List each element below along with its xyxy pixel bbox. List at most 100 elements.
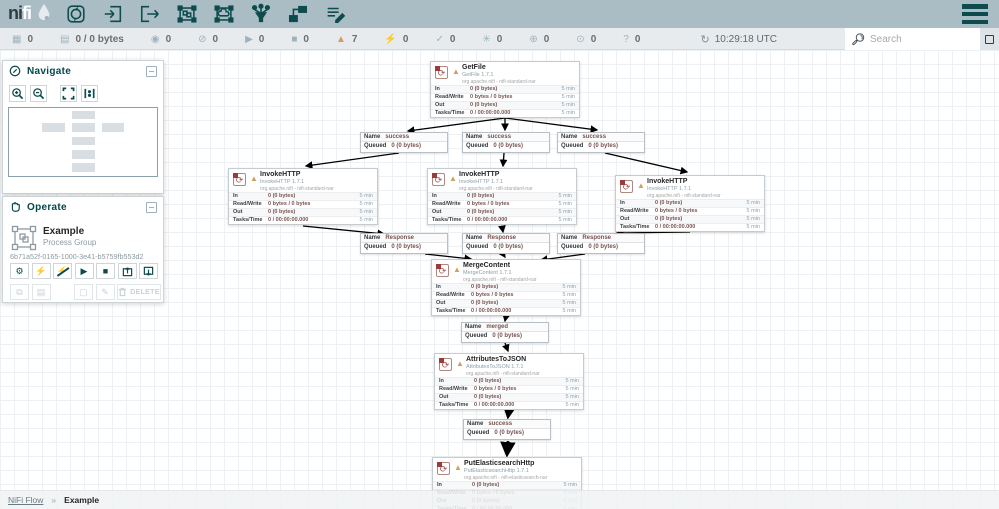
create-template-button[interactable]: [117, 263, 137, 279]
drop-icon: [38, 4, 50, 20]
processor-bundle: org.apache.nifi - nifi-standard-nar: [466, 370, 540, 377]
processor-node-getfile[interactable]: ⟳ ▲ GetFile GetFile 1.7.1 org.apache.nif…: [430, 61, 580, 118]
nifi-logo: nifi: [8, 2, 52, 24]
zoom-actual-size-button[interactable]: [81, 85, 98, 102]
funnel-tool-icon[interactable]: [249, 2, 273, 26]
panel-toggle-icon: [985, 34, 994, 44]
stop-button[interactable]: ■: [96, 263, 115, 279]
processor-version: InvokeHTTP 1.7.1: [647, 186, 692, 192]
stat-queued: ▤0 / 0 bytes: [60, 33, 124, 45]
invalid-warning-icon: ▲: [452, 67, 460, 76]
configure-button[interactable]: ⚙: [10, 263, 29, 279]
breadcrumb-bar: NiFi Flow » Example: [0, 490, 999, 509]
output-port-tool-icon[interactable]: [138, 2, 162, 26]
birdseye-minimap[interactable]: [8, 107, 158, 177]
template-tool-icon[interactable]: [286, 2, 310, 26]
processor-node-attributestojson[interactable]: ⟳ ▲ AttributesToJSON AttributesToJSON 1.…: [434, 353, 584, 410]
stat-stopped: ■0: [291, 33, 309, 45]
invalid-warning-icon: ▲: [449, 174, 457, 183]
copy-button[interactable]: ⧉: [10, 284, 29, 300]
process-group-tool-icon[interactable]: [175, 2, 199, 26]
global-menu-icon[interactable]: [962, 4, 988, 24]
stat-invalid: ▲7: [335, 33, 358, 45]
upload-template-button[interactable]: [139, 263, 158, 279]
selected-group-name: Example: [43, 226, 85, 237]
group-button[interactable]: ▢: [74, 284, 93, 300]
invalid-warning-icon: ▲: [335, 33, 346, 45]
fill-color-button[interactable]: ✎: [95, 284, 115, 300]
processor-name: InvokeHTTP: [647, 178, 688, 185]
running-icon: ▶: [245, 33, 253, 45]
paste-button[interactable]: ▤: [31, 284, 51, 300]
input-port-tool-icon[interactable]: [101, 2, 125, 26]
processor-version: PutElasticsearchHttp 1.7.1: [464, 468, 529, 474]
collapse-operate-icon[interactable]: [146, 201, 157, 213]
operate-panel-title: Operate: [27, 201, 67, 213]
processor-name: MergeContent: [463, 262, 511, 269]
processor-node-invokehttp-1[interactable]: ⟳ ▲ InvokeHTTP InvokeHTTP 1.7.1 org.apac…: [228, 168, 378, 225]
processor-name: InvokeHTTP: [459, 171, 500, 178]
search-box: 🔎︎: [845, 28, 980, 50]
zoom-out-button[interactable]: [30, 85, 47, 102]
label-tool-icon[interactable]: [323, 2, 347, 26]
processor-node-mergecontent[interactable]: ⟳ ▲ MergeContent MergeContent 1.7.1 org.…: [431, 259, 581, 316]
refresh-icon[interactable]: ↻: [700, 33, 710, 46]
processor-node-invokehttp-2[interactable]: ⟳ ▲ InvokeHTTP InvokeHTTP 1.7.1 org.apac…: [427, 168, 577, 225]
disable-button[interactable]: ⚡: [53, 263, 72, 279]
stat-stale: ⊕0: [529, 33, 550, 45]
processor-bundle: org.apache.nifi - nifi-standard-nar: [647, 192, 721, 199]
processor-icon: ⟳: [620, 180, 633, 193]
queued-icon: ▤: [60, 33, 70, 45]
panel-toggle-button[interactable]: [980, 28, 999, 50]
processor-icon: ⟳: [233, 173, 246, 186]
stale-icon: ⊕: [529, 33, 538, 45]
navigate-panel-title: Navigate: [27, 65, 72, 77]
search-input[interactable]: [869, 33, 970, 45]
breadcrumb-separator: »: [51, 495, 57, 505]
remote-process-group-tool-icon[interactable]: [212, 2, 236, 26]
operate-buttons-row1: ⚙ ⚡ ⚡ ▶ ■: [10, 263, 158, 279]
processor-tool-icon[interactable]: [64, 2, 88, 26]
operate-panel: Operate Example Process Group 6b71a52f-0…: [2, 196, 164, 303]
processor-name: PutElasticsearchHttp: [464, 460, 535, 467]
invalid-warning-icon: ▲: [454, 463, 462, 472]
trash-icon: [119, 287, 127, 297]
last-refresh-time: ↻10:29:18 UTC: [700, 33, 777, 46]
stat-disabled: ⚡0: [384, 33, 409, 45]
selected-group-id: 6b71a52f-0165-1000-3e41-b5759fb553d2: [10, 252, 144, 261]
start-button[interactable]: ▶: [74, 263, 94, 279]
collapse-navigate-icon[interactable]: [146, 65, 157, 77]
processor-node-invokehttp-3[interactable]: ⟳ ▲ InvokeHTTP InvokeHTTP 1.7.1 org.apac…: [615, 175, 765, 232]
zoom-fit-button[interactable]: [60, 85, 77, 102]
processor-icon: ⟳: [432, 173, 445, 186]
component-toolbar: [64, 2, 347, 26]
invalid-warning-icon: ▲: [250, 174, 258, 183]
navigate-tools: [3, 81, 163, 105]
invalid-warning-icon: ▲: [453, 265, 461, 274]
sync-failure-icon: ?: [623, 33, 629, 45]
invalid-warning-icon: ▲: [456, 359, 464, 368]
stat-transmitting: ◉0: [150, 33, 172, 45]
processor-version: MergeContent 1.7.1: [463, 270, 512, 276]
processor-version: InvokeHTTP 1.7.1: [459, 179, 504, 185]
hand-icon: [11, 202, 20, 212]
processor-icon: ⟳: [439, 358, 452, 371]
delete-button[interactable]: DELETE: [117, 284, 161, 300]
breadcrumb-root-link[interactable]: NiFi Flow: [8, 495, 44, 505]
enable-button[interactable]: ⚡: [31, 263, 51, 279]
processor-bundle: org.apache.nifi - nifi-standard-nar: [459, 185, 533, 192]
processor-icon: ⟳: [435, 66, 448, 79]
not-transmitting-icon: ⊘: [198, 33, 207, 45]
stat-locally-modified: ✳0: [482, 33, 503, 45]
processor-name: AttributesToJSON: [466, 356, 527, 363]
zoom-in-button[interactable]: [9, 85, 26, 102]
